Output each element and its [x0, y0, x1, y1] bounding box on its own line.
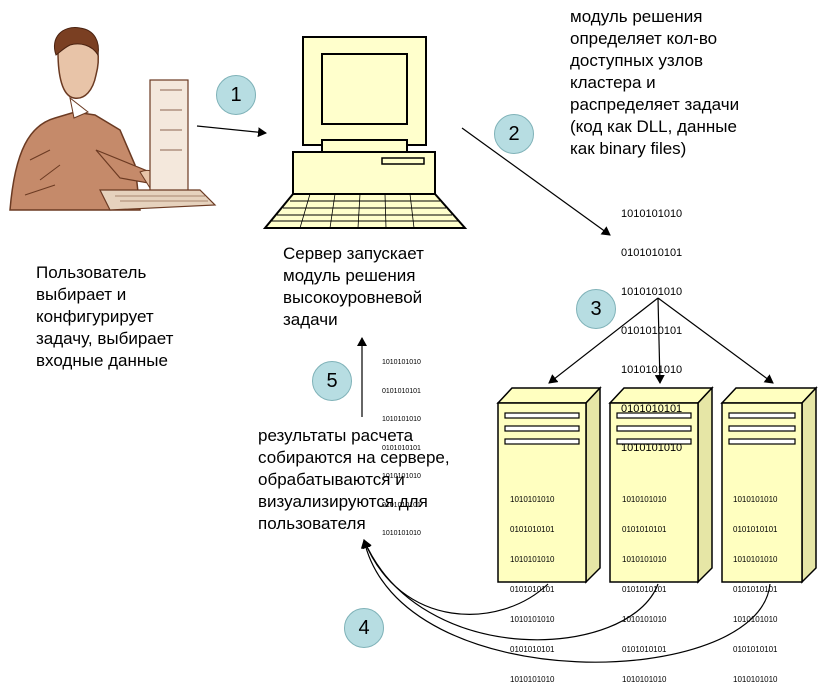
binary-line: 0101010101 [733, 525, 778, 534]
results-description-line: визуализируются для [258, 492, 428, 511]
binary-line: 1010101010 [733, 555, 778, 564]
binary-line: 1010101010 [622, 495, 667, 504]
cluster-node-1 [496, 386, 602, 584]
binary-line: 1010101010 [382, 359, 421, 366]
server-computer [262, 36, 468, 229]
server-description-line: модуль решения [283, 266, 416, 285]
binary-line: 1010101010 [382, 416, 421, 423]
binary-data-node-1: 1010101010 0101010101 1010101010 0101010… [510, 475, 555, 695]
binary-line: 0101010101 [510, 645, 555, 654]
step-5-circle: 5 [312, 361, 352, 401]
arrow-node-2-to-results [362, 539, 659, 641]
binary-line: 0101010101 [382, 387, 421, 395]
binary-line: 1010101010 [621, 442, 683, 454]
binary-line: 0101010101 [510, 585, 555, 594]
results-description-line: собираются на сервере, [258, 448, 450, 467]
user-description-line: входные данные [36, 351, 168, 370]
step-3-circle: 3 [576, 289, 616, 329]
binary-line: 1010101010 [510, 555, 555, 564]
user-description-line: Пользователь [36, 263, 147, 282]
module-description-line: распределяет задачи [570, 95, 740, 114]
binary-line: 0101010101 [622, 645, 667, 654]
binary-line: 0101010101 [510, 525, 555, 534]
binary-line: 1010101010 [622, 615, 667, 624]
binary-line: 1010101010 [733, 495, 778, 504]
arrow-data-to-node-3 [657, 297, 774, 384]
binary-line: 0101010101 [621, 403, 683, 415]
module-description-line: как binary files) [570, 139, 687, 158]
arrow-server-to-data [461, 127, 611, 236]
binary-line: 0101010101 [621, 247, 683, 259]
binary-line: 0101010101 [622, 585, 667, 594]
binary-line: 0101010101 [733, 585, 778, 594]
server-description: Сервер запускает модуль решения высокоур… [283, 243, 473, 331]
binary-line: 1010101010 [622, 675, 667, 684]
cluster-node-3 [720, 386, 818, 584]
server-description-line: Сервер запускает [283, 244, 424, 263]
binary-line: 1010101010 [510, 675, 555, 684]
module-description-line: доступных узлов [570, 51, 704, 70]
user-description: Пользователь выбирает и конфигурирует за… [36, 262, 206, 372]
user-illustration [9, 27, 217, 211]
binary-line: 1010101010 [733, 615, 778, 624]
module-description-line: (код как DLL, данные [570, 117, 737, 136]
binary-line: 1010101010 [382, 530, 421, 537]
binary-data-node-3: 1010101010 0101010101 1010101010 0101010… [733, 475, 778, 695]
binary-line: 1010101010 [621, 208, 683, 220]
arrow-user-to-server [196, 125, 267, 138]
step-2-circle: 2 [494, 114, 534, 154]
module-description: модуль решения определяет кол-во доступн… [570, 6, 815, 160]
arrow-data-to-node-1 [548, 297, 659, 384]
module-description-line: модуль решения [570, 7, 703, 26]
binary-line: 1010101010 [621, 286, 683, 298]
results-description-line: обрабатываются и [258, 470, 405, 489]
server-description-line: высокоуровневой [283, 288, 423, 307]
binary-line: 0101010101 [622, 525, 667, 534]
binary-data-distributed: 1010101010 0101010101 1010101010 0101010… [621, 182, 682, 468]
cluster-node-2 [608, 386, 714, 584]
binary-line: 1010101010 [510, 495, 555, 504]
binary-line: 1010101010 [622, 555, 667, 564]
module-description-line: кластера и [570, 73, 656, 92]
user-description-line: выбирает и [36, 285, 127, 304]
binary-line: 0101010101 [733, 645, 778, 654]
binary-line: 1010101010 [621, 364, 683, 376]
binary-data-results: 1010101010 0101010101 1010101010 0101010… [382, 339, 421, 548]
binary-line: 0101010101 [382, 501, 421, 509]
user-description-line: конфигурирует [36, 307, 154, 326]
module-description-line: определяет кол-во [570, 29, 718, 48]
binary-data-node-2: 1010101010 0101010101 1010101010 0101010… [622, 475, 667, 695]
arrow-node-3-to-results [360, 539, 771, 663]
user-description-line: задачу, выбирает [36, 329, 174, 348]
binary-line: 1010101010 [510, 615, 555, 624]
results-description-line: пользователя [258, 514, 366, 533]
binary-line: 1010101010 [382, 473, 421, 480]
step-1-circle: 1 [216, 75, 256, 115]
results-description-line: результаты расчета [258, 426, 414, 445]
step-4-circle: 4 [344, 608, 384, 648]
arrow-data-to-node-2 [654, 297, 665, 384]
binary-line: 0101010101 [621, 325, 683, 337]
binary-line: 0101010101 [382, 444, 421, 452]
server-description-line: задачи [283, 310, 338, 329]
binary-line: 1010101010 [733, 675, 778, 684]
results-description: результаты расчета собираются на сервере… [258, 425, 488, 535]
